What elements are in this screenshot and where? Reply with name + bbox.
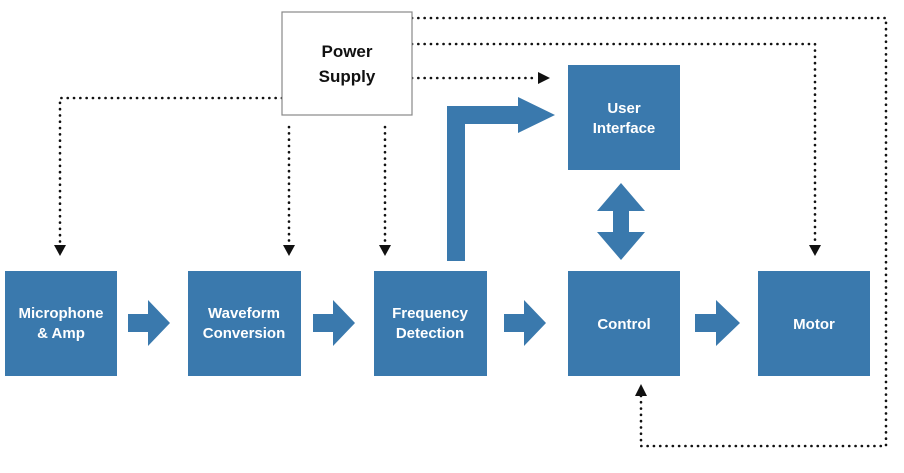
block-waveform-label-line2: Conversion (203, 325, 286, 342)
block-motor: Motor (758, 271, 870, 376)
flow-arrows (128, 97, 740, 346)
arrow-frequency-to-user-interface (447, 97, 555, 261)
block-frequency: Frequency Detection (374, 271, 487, 376)
arrow-microphone-to-waveform (128, 300, 170, 346)
block-frequency-label-line2: Detection (396, 325, 464, 342)
block-user-interface-rect (568, 65, 680, 170)
arrowhead-control-feedback (635, 384, 647, 396)
arrow-frequency-to-control (504, 300, 546, 346)
block-motor-rect (758, 271, 870, 376)
arrow-control-to-motor (695, 300, 740, 346)
block-waveform-label-line1: Waveform (208, 305, 280, 322)
feedback-line-control (410, 16, 888, 448)
power-line-motor (410, 42, 817, 246)
arrowhead-user-interface (538, 72, 550, 84)
block-user-interface: User Interface (568, 65, 680, 170)
block-microphone-label-line1: Microphone (19, 305, 104, 322)
power-lines (58, 16, 888, 448)
block-waveform-rect (188, 271, 301, 376)
block-frequency-rect (374, 271, 487, 376)
block-microphone-rect (5, 271, 117, 376)
block-microphone: Microphone & Amp (5, 271, 117, 376)
block-microphone-label-line2: & Amp (37, 325, 85, 342)
block-motor-label: Motor (793, 316, 835, 333)
arrowhead-microphone (54, 245, 66, 256)
power-supply-label-line2: Supply (319, 67, 376, 86)
block-control-label: Control (597, 316, 650, 333)
block-user-interface-label-line1: User (607, 100, 641, 117)
block-waveform: Waveform Conversion (188, 271, 301, 376)
arrowhead-motor (809, 245, 821, 256)
block-frequency-label-line1: Frequency (392, 305, 469, 322)
power-line-microphone (58, 96, 284, 246)
power-supply-rect (281, 11, 413, 116)
arrowhead-waveform (283, 245, 295, 256)
block-control: Control (568, 271, 680, 376)
arrow-user-interface-control-bidirectional (597, 183, 645, 260)
power-supply-box: Power Supply (281, 11, 413, 116)
arrowhead-frequency (379, 245, 391, 256)
arrow-waveform-to-frequency (313, 300, 355, 346)
power-arrowheads (54, 72, 821, 396)
block-control-rect (568, 271, 680, 376)
block-user-interface-label-line2: Interface (593, 120, 656, 137)
power-supply-label-line1: Power (321, 42, 372, 61)
